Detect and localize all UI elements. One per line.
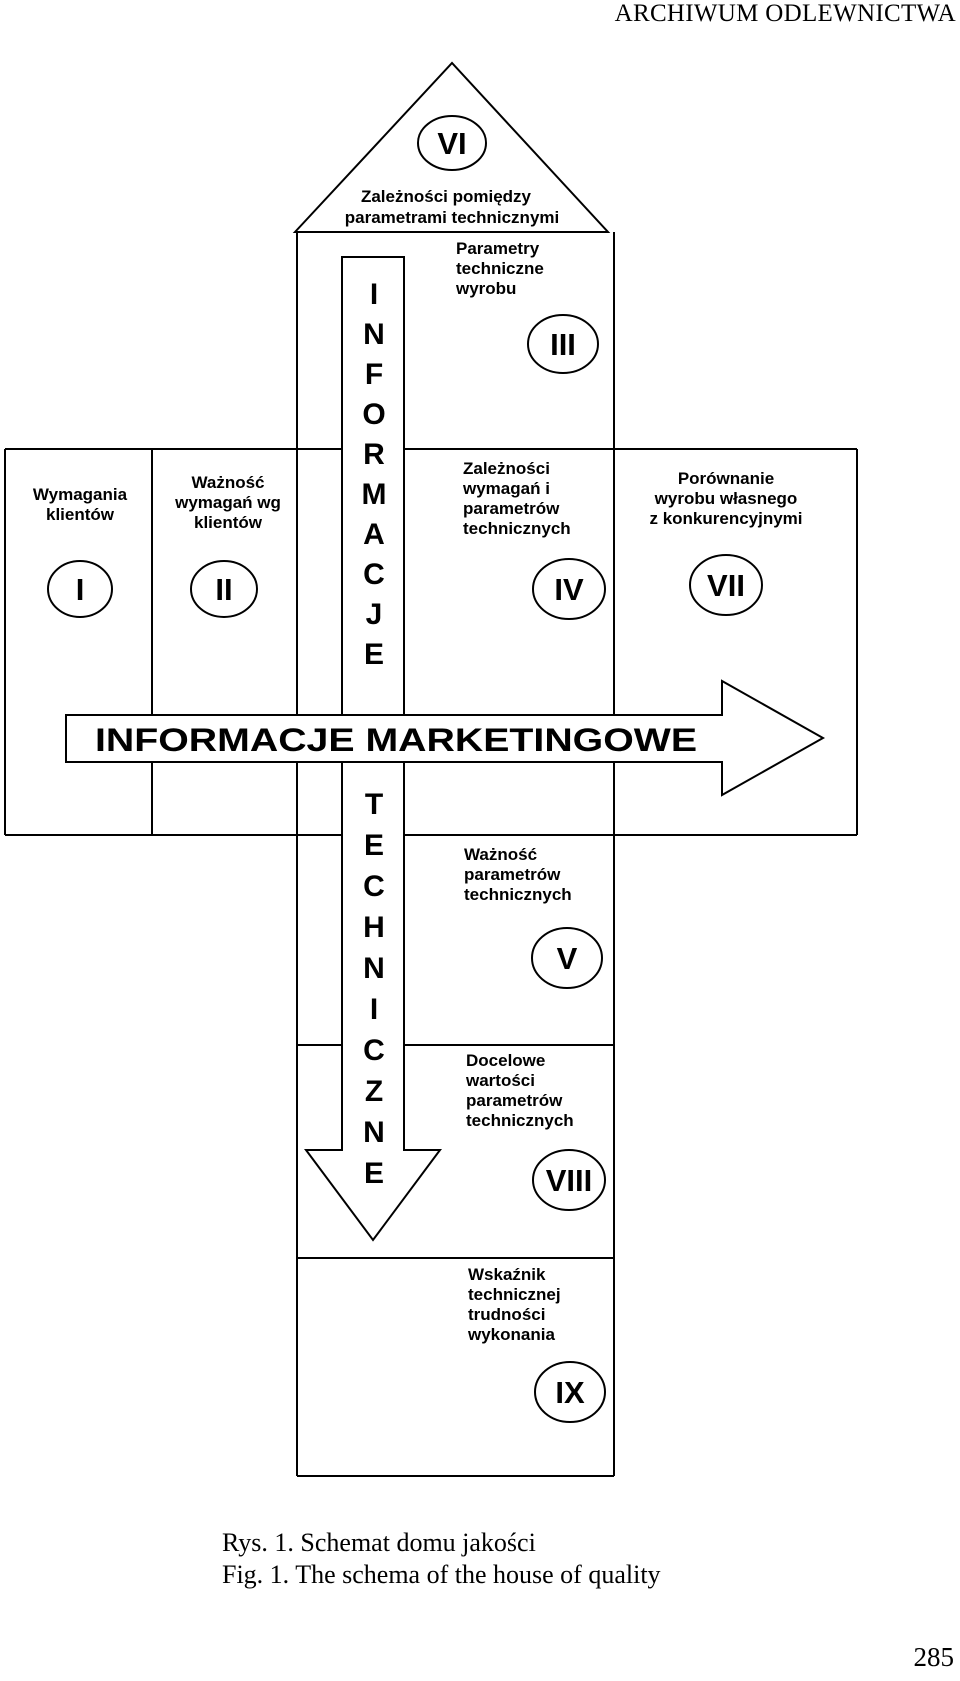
techniczne-letter: Z xyxy=(365,1075,383,1108)
cell-label-line: Docelowe xyxy=(466,1051,545,1070)
techniczne-letter: H xyxy=(363,911,385,944)
informacje-letter: R xyxy=(363,438,385,471)
informacje-letter: A xyxy=(363,518,385,551)
informacje-letter: M xyxy=(362,478,387,511)
horizontal-arrow-label: INFORMACJE MARKETINGOWE xyxy=(95,722,697,758)
numeral-circle xyxy=(47,560,113,618)
techniczne-letter: T xyxy=(365,788,383,821)
cell-label-line: technicznej xyxy=(468,1285,561,1304)
numeral-circle xyxy=(534,1361,606,1423)
cell-label-line: klientów xyxy=(46,505,115,524)
cell-numeral: VII xyxy=(707,568,745,603)
informacje-letter: C xyxy=(363,558,385,591)
vertical-word-informacje: INFORMACJE xyxy=(362,278,387,671)
cell-label-line: wyrobu własnego xyxy=(654,489,798,508)
techniczne-letter: C xyxy=(363,1034,385,1067)
cell-label-line: wykonania xyxy=(467,1325,555,1344)
cell-label-line: Parametry xyxy=(456,239,540,258)
cell-label-line: Ważność xyxy=(191,473,264,492)
caption-polish: Rys. 1. Schemat domu jakości xyxy=(222,1528,536,1557)
informacje-letter: E xyxy=(364,638,384,671)
informacje-letter: I xyxy=(370,278,378,311)
cell-label-line: technicznych xyxy=(466,1111,574,1130)
cell-label-line: Wymagania xyxy=(33,485,128,504)
numeral-circle xyxy=(532,1149,606,1211)
numeral-circle xyxy=(190,560,258,618)
cell-numeral: III xyxy=(550,327,576,362)
cell-label-line: parametrów xyxy=(466,1091,563,1110)
cell-label-line: techniczne xyxy=(456,259,544,278)
numeral-circle xyxy=(531,927,603,989)
techniczne-letter: E xyxy=(364,829,384,862)
cell-numeral: IV xyxy=(554,572,584,607)
informacje-letter: N xyxy=(363,318,385,351)
page-number: 285 xyxy=(913,1642,955,1672)
journal-title: ARCHIWUM ODLEWNICTWA xyxy=(614,0,956,27)
cell-numeral: IX xyxy=(555,1375,585,1410)
numeral-circle xyxy=(532,558,606,620)
roof-label-line-2: parametrami technicznymi xyxy=(345,208,559,227)
techniczne-letter: N xyxy=(363,1116,385,1149)
numeral-circle xyxy=(527,314,599,374)
informacje-letter: F xyxy=(365,358,383,391)
informacje-letter: J xyxy=(366,598,383,631)
cell-label-line: wartości xyxy=(465,1071,535,1090)
cell-numeral: VIII xyxy=(546,1163,593,1198)
techniczne-letter: I xyxy=(370,993,378,1026)
techniczne-letter: C xyxy=(363,870,385,903)
cell-label-line: wymagań wg xyxy=(174,493,281,512)
cell-label-line: trudności xyxy=(468,1305,545,1324)
techniczne-letter: N xyxy=(363,952,385,985)
roof-numeral-circle: VI xyxy=(417,115,487,171)
cell-label-line: Wskaźnik xyxy=(468,1265,546,1284)
cell-label-line: parametrów xyxy=(464,865,561,884)
cell-numeral: II xyxy=(215,572,232,607)
cell-label-line: Ważność xyxy=(464,845,537,864)
caption-english: Fig. 1. The schema of the house of quali… xyxy=(222,1560,661,1589)
cell-label-line: wyrobu xyxy=(455,279,516,298)
house-of-quality-diagram: Zależności pomiędzy parametrami technicz… xyxy=(4,61,858,1477)
horizontal-marketing-arrow xyxy=(65,679,826,797)
numeral-circle xyxy=(689,554,763,616)
cell-numeral: I xyxy=(76,572,85,607)
cell-label-line: Porównanie xyxy=(678,469,774,488)
informacje-letter: O xyxy=(362,398,385,431)
cell-label-line: z konkurencyjnymi xyxy=(649,509,802,528)
techniczne-letter: E xyxy=(364,1157,384,1190)
roof-label-line-1: Zależności pomiędzy xyxy=(361,187,532,206)
cell-numeral: V xyxy=(557,941,578,976)
cell-label-line: Zależności xyxy=(463,459,550,478)
cell-label-line: parametrów xyxy=(463,499,560,518)
cell-label-line: technicznych xyxy=(464,885,572,904)
cell-label-line: wymagań i xyxy=(462,479,550,498)
cell-label-line: technicznych xyxy=(463,519,571,538)
cell-label-line: klientów xyxy=(194,513,263,532)
roof-numeral: VI xyxy=(437,126,466,161)
cell-viii: DocelowewartościparametrówtechnicznychVI… xyxy=(465,1051,606,1211)
